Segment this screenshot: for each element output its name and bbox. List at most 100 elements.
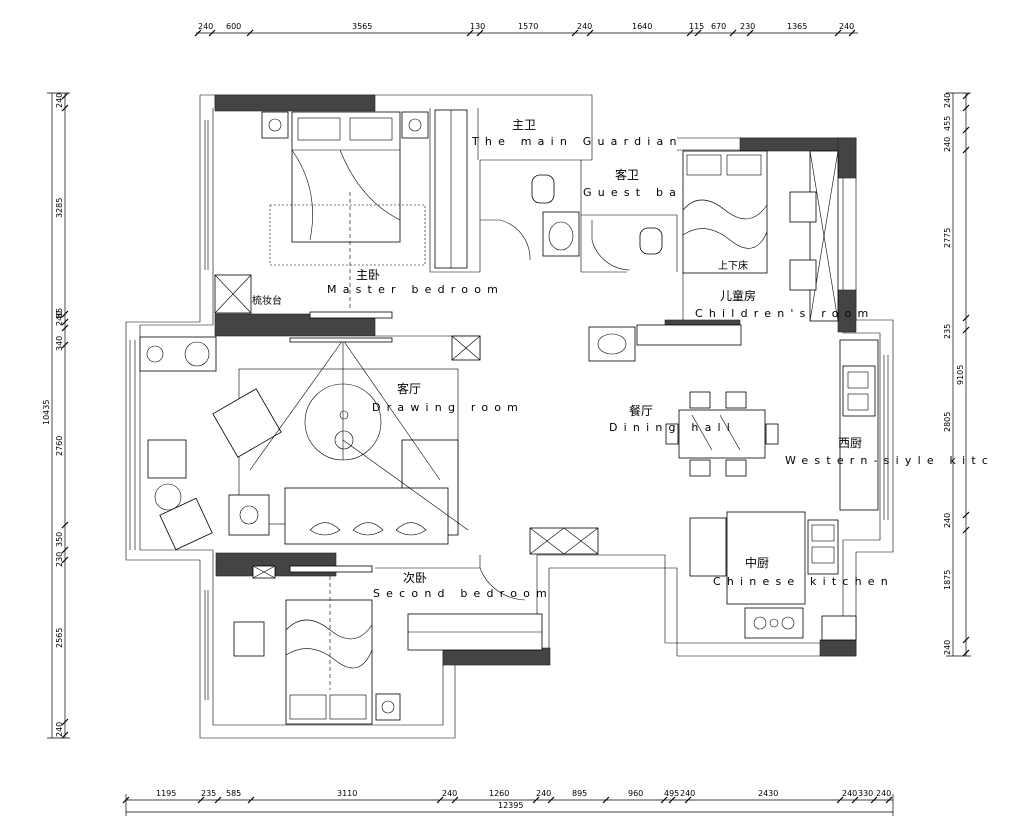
left-dimension-line: 10435 240 3285 240 85 340 2760 350 230 2… (42, 92, 70, 739)
master-bathroom-label-en: The main Guardian (471, 135, 683, 148)
chinese-kitchen: 中厨 Chinese kitchen (689, 511, 888, 641)
top-tick (746, 29, 754, 37)
bottom-dimension-line: 1195 235 585 3110 240 1260 240 895 960 4… (122, 789, 894, 816)
master-bathroom-label-cn: 主卫 (512, 118, 536, 132)
bottom-tick (836, 796, 844, 804)
dim-top-7: 115 (689, 22, 704, 31)
bottom-tick (851, 796, 859, 804)
bottom-tick (885, 796, 893, 804)
dim-bottom-0: 1195 (156, 789, 176, 798)
bottom-tick (547, 796, 555, 804)
dim-left-7: 230 (55, 552, 64, 567)
dim-bottom-7: 895 (572, 789, 587, 798)
left-tick (61, 718, 69, 726)
bunk-bed-label: 上下床 (718, 259, 748, 272)
dining-hall-label-en: Dining hall (609, 421, 736, 434)
master-bed (291, 111, 401, 243)
drawing-room: 客厅 Drawing room (139, 335, 524, 551)
nightstand-right (401, 111, 429, 139)
top-tick (476, 29, 484, 37)
dim-left-6: 350 (55, 532, 64, 547)
sofa-main (284, 487, 449, 545)
right-tick (962, 92, 970, 100)
tv-second (289, 565, 373, 573)
dim-top-3: 130 (470, 22, 485, 31)
sink-western (842, 365, 876, 417)
dim-left-8: 2565 (55, 628, 64, 648)
top-tick (694, 29, 702, 37)
dining-hall-label-cn: 餐厅 (629, 403, 653, 418)
western-kitchen-label-cn: 西厨 (838, 436, 862, 450)
chinese-kitchen-label-cn: 中厨 (745, 555, 769, 570)
dim-bottom-14: 240 (876, 789, 891, 798)
left-tick (61, 318, 69, 326)
top-tick (208, 29, 216, 37)
dim-top-1: 600 (226, 22, 241, 31)
western-kitchen: 西厨 Western-siyle kitc (785, 339, 988, 511)
dim-left-5: 2760 (55, 436, 64, 456)
right-tick (962, 104, 970, 112)
dim-top-5: 240 (577, 22, 592, 31)
top-tick (834, 29, 842, 37)
dining-table (678, 409, 766, 459)
end-table (228, 494, 270, 536)
washbasin-children (588, 326, 636, 362)
dim-right-1: 455 (943, 116, 952, 131)
right-tick (962, 314, 970, 322)
drawing-room-label-en: Drawing room (372, 401, 524, 414)
dim-top-4: 1570 (518, 22, 538, 31)
dim-left-1: 3285 (55, 198, 64, 218)
counter-western (839, 339, 879, 511)
dim-top-2: 3565 (352, 22, 372, 31)
dim-bottom-13: 330 (858, 789, 873, 798)
nightstand-left (261, 111, 289, 139)
dining-hall: 餐厅 Dining hall (529, 391, 779, 555)
left-tick (61, 92, 69, 100)
dim-bottom-1: 235 (201, 789, 216, 798)
right-tick (962, 146, 970, 154)
childrens-room-label-cn: 儿童房 (720, 288, 756, 303)
right-dimension-line: 9105 240 455 240 2775 235 2805 240 1875 … (943, 92, 971, 657)
dim-bottom-4: 240 (442, 789, 457, 798)
left-tick (61, 310, 69, 318)
top-tick (246, 29, 254, 37)
bottom-tick (214, 796, 222, 804)
tv-master (309, 311, 393, 319)
dim-top-10: 1365 (787, 22, 807, 31)
dim-top-11: 240 (839, 22, 854, 31)
left-tick (61, 521, 69, 529)
bottom-tick (668, 796, 676, 804)
second-bedroom-label-en: Second bedroom (373, 587, 553, 600)
second-bedroom-label-cn: 次卧 (403, 571, 427, 585)
dim-left-2: 240 (55, 311, 64, 326)
right-tick (962, 326, 970, 334)
bottom-tick (197, 796, 205, 804)
dressing-table-label: 梳妆台 (252, 294, 282, 307)
top-tick (848, 29, 856, 37)
island (726, 511, 806, 605)
top-dimension-line: 240 600 3565 130 1570 240 1640 115 670 2… (194, 22, 858, 37)
dim-bottom-9: 495 (664, 789, 679, 798)
left-tick (61, 731, 69, 739)
second-bedroom: 次卧 Second bedroom (233, 565, 553, 725)
dim-bottom-8: 960 (628, 789, 643, 798)
top-tick (729, 29, 737, 37)
right-tick (962, 526, 970, 534)
bottom-tick (660, 796, 668, 804)
dim-bottom-10: 240 (680, 789, 695, 798)
dim-bottom-6: 240 (536, 789, 551, 798)
dim-left-outer: 10435 (42, 400, 51, 425)
right-tick (962, 511, 970, 519)
dim-top-9: 230 (740, 22, 755, 31)
left-tick (61, 556, 69, 564)
sink-master (542, 211, 580, 257)
dim-right-2: 240 (943, 137, 952, 152)
lounge-chair (212, 388, 282, 458)
toilet-master (531, 174, 555, 204)
top-tick (571, 29, 579, 37)
dim-right-0: 240 (943, 93, 952, 108)
nightstand-second (375, 693, 401, 721)
dim-top-6: 1640 (632, 22, 652, 31)
dim-right-8: 240 (943, 640, 952, 655)
